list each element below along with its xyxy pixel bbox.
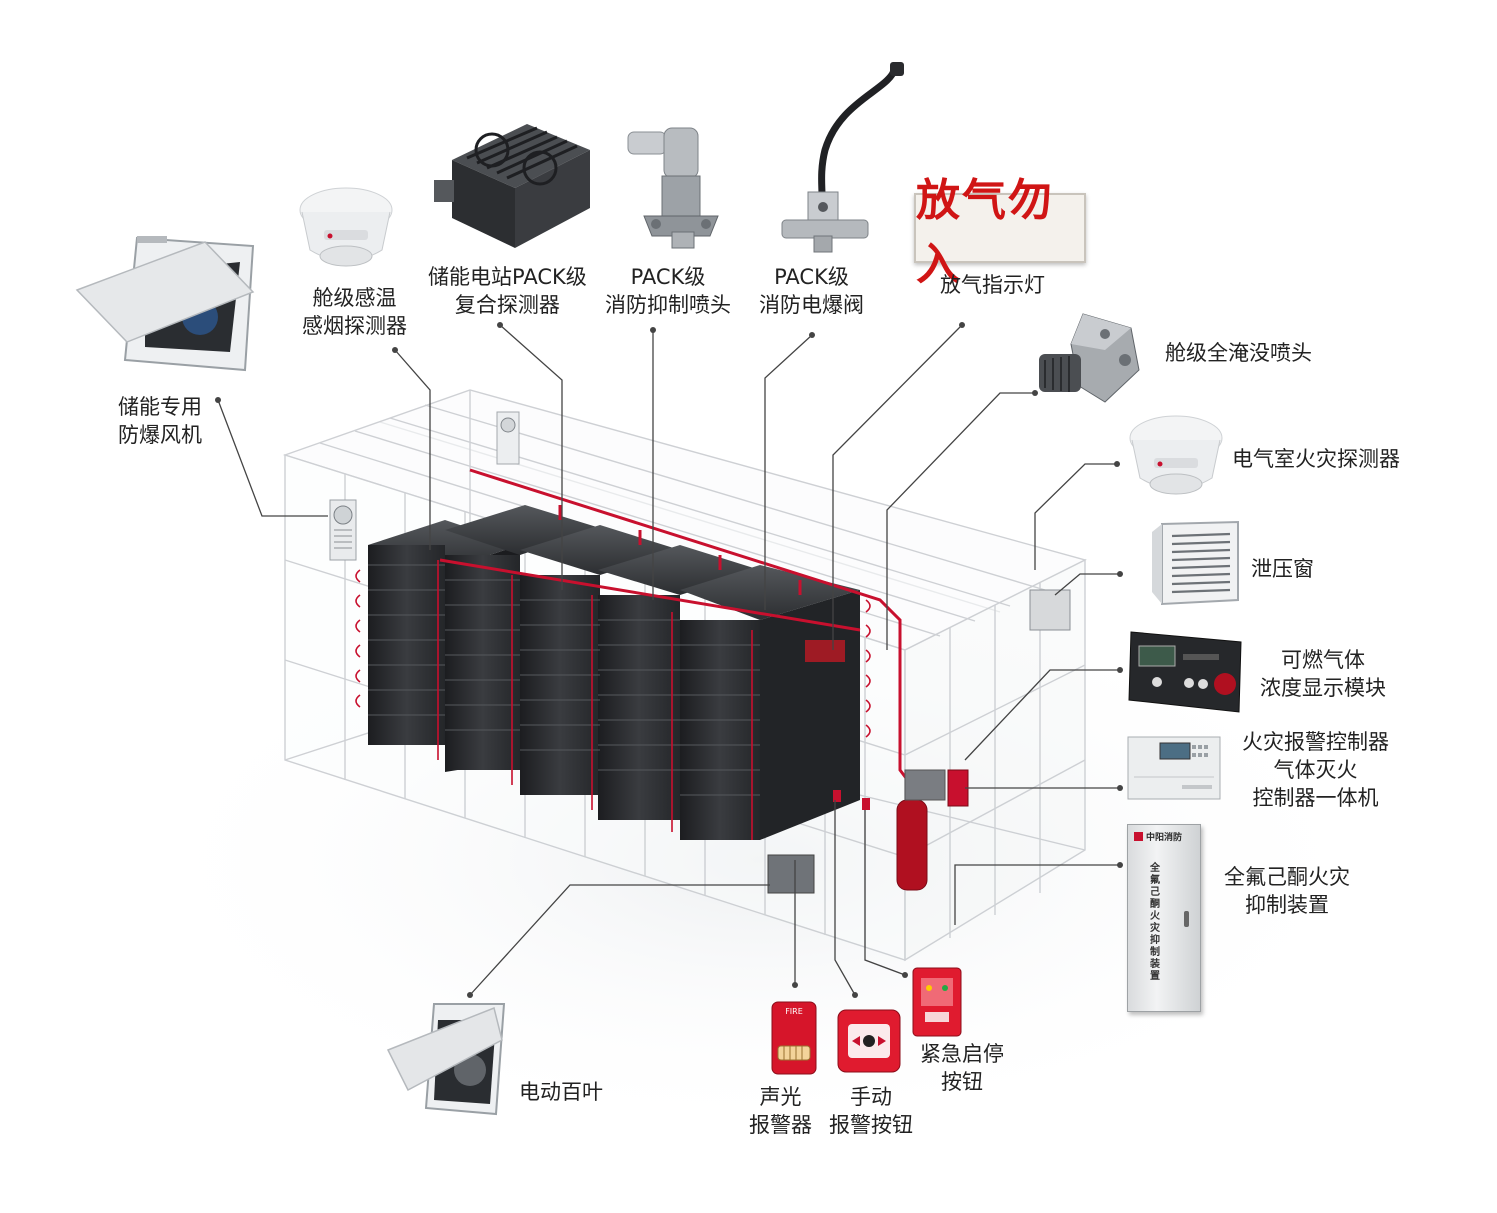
- pressure-relief-window-icon: [1152, 520, 1239, 606]
- label-line: 气体灭火: [1273, 758, 1358, 782]
- label-flood-nozzle: 舱级全淹没喷头: [1165, 341, 1312, 365]
- cabinet-brand: 中阳消防: [1134, 830, 1182, 843]
- label-siren: 声光 报警器: [749, 1083, 812, 1139]
- label-line: 消防抑制喷头: [605, 293, 731, 317]
- label-line: 消防电爆阀: [759, 293, 864, 317]
- label-line: PACK级: [774, 265, 849, 289]
- cabin-smoke-detector-icon: [299, 187, 393, 267]
- label-gas-module: 可燃气体 浓度显示模块: [1260, 646, 1386, 702]
- label-pack-detector: 储能电站PACK级 复合探测器: [428, 263, 587, 319]
- label-emergency-stop: 紧急启停 按钮: [920, 1040, 1004, 1096]
- label-line: 防爆风机: [118, 423, 202, 447]
- label-line: 储能电站PACK级: [428, 265, 587, 289]
- cabinet-handle-icon: [1184, 911, 1189, 927]
- label-line: 火灾报警控制器: [1242, 730, 1389, 754]
- label-line: 按钮: [941, 1070, 983, 1094]
- label-line: 报警按钮: [829, 1113, 913, 1137]
- label-pack-nozzle: PACK级 消防抑制喷头: [605, 263, 731, 319]
- explosion-proof-fan-icon: [75, 236, 255, 372]
- label-line: 可燃气体: [1281, 648, 1365, 672]
- label-vent-window: 泄压窗: [1251, 557, 1314, 581]
- label-line: 全氟己酮火灾: [1224, 865, 1350, 889]
- gas-release-sign: 放气勿入: [914, 175, 1086, 290]
- label-line: 手动: [850, 1085, 892, 1109]
- label-manual-alarm: 手动 报警按钮: [829, 1083, 913, 1139]
- electric-louver-icon: [386, 1003, 506, 1116]
- label-line: 复合探测器: [454, 293, 560, 317]
- inner-equipment: [767, 589, 1071, 894]
- fire-alarm-controller-icon: [1127, 736, 1221, 800]
- label-line: 储能专用: [118, 395, 202, 419]
- label-line: 控制器一体机: [1252, 786, 1379, 810]
- siren-alarm-icon: FIRE: [771, 1001, 817, 1075]
- label-line: 抑制装置: [1245, 893, 1329, 917]
- label-line: 报警器: [749, 1113, 812, 1137]
- label-release-light: 放气指示灯: [940, 273, 1045, 297]
- label-line: 浓度显示模块: [1260, 676, 1386, 700]
- label-cabin-smoke-detector: 舱级感温 感烟探测器: [302, 284, 407, 340]
- label-electric-louver: 电动百叶: [519, 1080, 603, 1104]
- electrical-detector-icon: [1129, 415, 1223, 495]
- siren-text: FIRE: [785, 1007, 803, 1016]
- container-fan-back: [496, 411, 520, 465]
- label-pack-valve: PACK级 消防电爆阀: [759, 263, 864, 319]
- label-line: PACK级: [630, 265, 706, 289]
- pack-valve-icon: [781, 62, 904, 253]
- container-fan-left: [329, 499, 357, 561]
- label-line: 声光: [759, 1085, 802, 1109]
- label-controller: 火灾报警控制器 气体灭火 控制器一体机: [1242, 728, 1389, 812]
- gas-display-module-icon: [1128, 631, 1242, 713]
- label-line: 感烟探测器: [302, 314, 407, 338]
- label-suppression-device: 全氟己酮火灾 抑制装置: [1224, 863, 1350, 919]
- label-line: 舱级感温: [312, 286, 397, 310]
- cabinet-vertical-text: 全氟己酮火灾抑制装置: [1150, 863, 1160, 982]
- pack-detector-icon: [434, 124, 590, 248]
- suppression-cabinet: 中阳消防 全氟己酮火灾抑制装置: [1127, 824, 1201, 1012]
- pack-nozzle-icon: [627, 127, 719, 249]
- brand-logo-icon: [1134, 832, 1143, 841]
- manual-alarm-button-icon: [837, 1009, 901, 1073]
- flooding-nozzle-icon: [1039, 313, 1140, 403]
- label-line: 紧急启停: [920, 1042, 1004, 1066]
- label-electrical-detector: 电气室火灾探测器: [1232, 447, 1400, 471]
- emergency-stop-button-icon: [912, 967, 962, 1037]
- label-explosion-proof-fan: 储能专用 防爆风机: [118, 393, 202, 449]
